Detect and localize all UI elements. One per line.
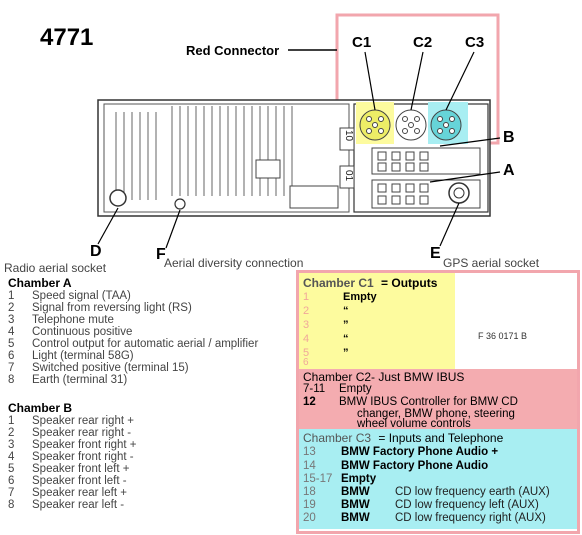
chamber-b-heading: Chamber B [8,401,73,415]
b-label: B [503,129,515,146]
f-leader [165,209,181,249]
side-tab-10 [339,127,355,151]
d-label: D [90,243,102,260]
aerial-diversity-label: Aerial diversity connection [164,256,304,270]
label-plate [289,185,339,209]
gps-aerial-socket-label: GPS aerial socket [443,256,540,270]
red-connector-label: Red Connector [186,43,280,58]
radio-aerial-socket-label: Radio aerial socket [4,261,107,275]
c2-label: C2 [413,34,433,51]
heatsink-plate [255,159,281,179]
side-tab-01-label: 01 [343,169,355,182]
e-leader [439,202,460,247]
a-label: A [503,162,515,179]
side-tab-01 [339,165,355,189]
c2-title: Chamber C2- Just BMW IBUS [303,370,465,384]
c2-row-2-line-2: changer, BMW phone, steering [357,408,515,420]
chamber-b-pins [371,147,481,175]
radio-unit-diagram [97,13,501,249]
c2-connector [395,109,427,141]
c1-row-4: 4“ [303,333,349,345]
c1-label: C1 [352,34,372,51]
c2-row-2-line-3: wheel volume controls [357,418,471,430]
diversity-socket [174,198,186,210]
e-label: E [430,245,441,262]
c2-leader [410,51,424,111]
c1-row-5: 5” [303,347,349,359]
c3-leader [445,51,475,111]
side-tab-10-label: 10 [343,129,355,142]
a-leader [429,171,501,183]
c3-connector [430,109,462,141]
c1-row-6: 6 [303,357,309,368]
diagram-title: 4771 [40,24,94,51]
radio-aerial-socket [109,189,127,207]
c1-title-outputs: = Outputs [381,276,438,290]
f-label: F [156,246,166,263]
c3-label: C3 [465,34,485,51]
c1-connector [359,109,391,141]
c1-leader [364,51,376,111]
d-leader [97,207,119,245]
c1-row-3: 3” [303,319,349,331]
b-leader [439,137,501,147]
figure-id: F 36 0171 B [478,331,528,341]
c1-row-2: 2“ [303,305,349,317]
c3-title-chamber: Chamber C3 [303,431,372,445]
chamber-c-frame [296,270,580,534]
gps-socket-core [453,187,465,199]
c3-title-inputs: = Inputs and Telephone [378,431,504,445]
chamber-a-heading: Chamber A [8,276,72,290]
c1-title-chamber: Chamber C1 [303,276,374,290]
heatsink-fins [115,106,293,200]
